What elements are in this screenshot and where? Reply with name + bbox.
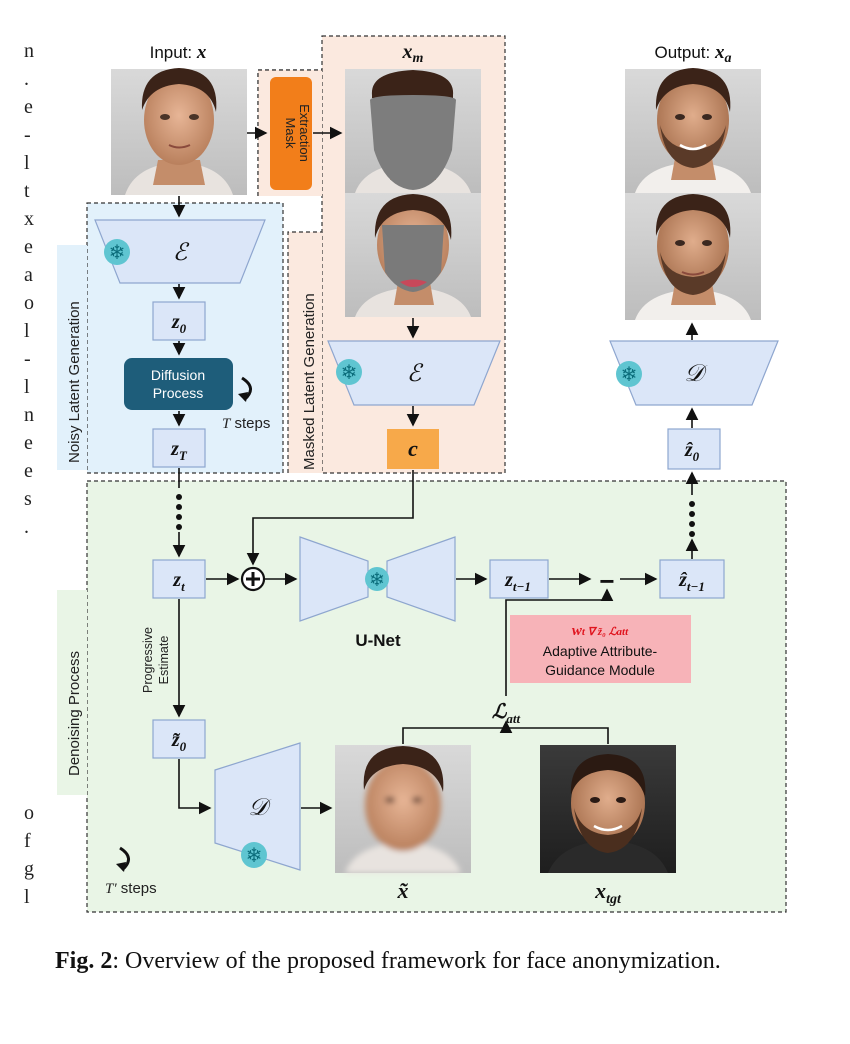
margin-char: - bbox=[24, 124, 31, 146]
margin-char: t bbox=[24, 180, 30, 202]
masked-input-title: xm bbox=[402, 41, 424, 66]
z0-label: z0 bbox=[171, 311, 187, 336]
guidance-formula: wt ∇ z̃₀ ℒatt bbox=[572, 623, 629, 639]
margin-char: . bbox=[24, 68, 29, 90]
unet-label: U-Net bbox=[355, 631, 401, 650]
connectors bbox=[172, 126, 699, 815]
condition-c-node bbox=[387, 429, 439, 469]
diffusion-label-1: Diffusion bbox=[151, 367, 205, 383]
ztilde0-label: z̃0 bbox=[171, 729, 187, 754]
figure-caption: Fig. 2: Overview of the proposed framewo… bbox=[55, 945, 775, 977]
loop-icon bbox=[116, 846, 130, 872]
margin-char: o bbox=[24, 802, 34, 824]
margin-char: g bbox=[24, 858, 34, 880]
continuation-dots bbox=[176, 494, 695, 537]
zt-node bbox=[152, 559, 206, 599]
frozen-snowflake-icon: ❄ bbox=[241, 842, 267, 868]
zT-label: zT bbox=[170, 438, 188, 463]
zt-label: zt bbox=[172, 569, 185, 594]
figure-number: Fig. 2 bbox=[55, 948, 113, 974]
ztilde0-node bbox=[152, 719, 206, 759]
margin-char: x bbox=[24, 208, 34, 230]
margin-char: l bbox=[24, 886, 30, 908]
decoder-output: 𝒟 bbox=[609, 340, 779, 406]
masked-latent-label: Masked Latent Generation bbox=[301, 293, 318, 470]
attribute-guidance-module bbox=[510, 615, 691, 683]
margin-char: n bbox=[24, 40, 34, 62]
margin-char: o bbox=[24, 292, 34, 314]
svg-text:❄: ❄ bbox=[109, 240, 126, 264]
denoising-label: Denoising Process bbox=[66, 651, 83, 776]
margin-char: f bbox=[24, 830, 31, 852]
zt-minus-1-node bbox=[489, 559, 549, 599]
zt-minus-1-label: zt−1 bbox=[504, 569, 531, 594]
mask-extraction-label-1: Mask bbox=[283, 117, 298, 149]
zhat-t-minus-1-label: ẑt−1 bbox=[678, 569, 705, 594]
svg-text:❄: ❄ bbox=[369, 569, 385, 591]
caption-text: : Overview of the proposed framework for… bbox=[112, 948, 721, 974]
mask-extraction-block bbox=[270, 77, 312, 190]
output-face-image-2 bbox=[625, 193, 761, 320]
mask-extraction-label-2: Extraction bbox=[297, 104, 312, 162]
xtgt-label: xtgt bbox=[594, 878, 622, 907]
svg-text:ℰ: ℰ bbox=[407, 361, 424, 387]
guidance-label-2: Guidance Module bbox=[545, 662, 655, 678]
progressive-label-2: Estimate bbox=[157, 636, 171, 685]
svg-text:❄: ❄ bbox=[246, 843, 263, 867]
target-face-image bbox=[540, 745, 676, 873]
t-steps-label: T steps bbox=[222, 415, 270, 432]
noisy-latent-tab bbox=[57, 245, 87, 470]
xtilde-label: x̃ bbox=[397, 878, 409, 903]
output-title: Output: xa bbox=[655, 42, 732, 66]
frozen-snowflake-icon: ❄ bbox=[365, 567, 389, 591]
zT-node bbox=[152, 428, 206, 468]
guidance-label-1: Adaptive Attribute- bbox=[543, 643, 658, 659]
zhat0-label: ẑ0 bbox=[684, 439, 700, 464]
margin-char: s bbox=[24, 488, 32, 510]
margin-char: l bbox=[24, 320, 30, 342]
margin-char: l bbox=[24, 152, 30, 174]
frozen-snowflake-icon: ❄ bbox=[336, 359, 362, 385]
masked-face-image-2 bbox=[345, 193, 481, 317]
z0-node bbox=[152, 301, 206, 341]
margin-char: - bbox=[24, 348, 31, 370]
svg-text:❄: ❄ bbox=[621, 362, 638, 386]
margin-char: n bbox=[24, 404, 34, 426]
tprime-steps-label: T′ steps bbox=[105, 880, 157, 897]
zhat0-node bbox=[667, 428, 721, 470]
denoising-tab bbox=[57, 590, 87, 795]
condition-c-label: c bbox=[408, 436, 418, 461]
margin-char: e bbox=[24, 96, 33, 118]
margin-char: a bbox=[24, 264, 33, 286]
svg-text:❄: ❄ bbox=[341, 360, 358, 384]
unet-block bbox=[299, 536, 456, 622]
frozen-snowflake-icon: ❄ bbox=[104, 239, 130, 265]
margin-char: e bbox=[24, 236, 33, 258]
progressive-label-1: Progressive bbox=[141, 627, 155, 693]
frozen-snowflake-icon: ❄ bbox=[616, 361, 642, 387]
masked-face-image-1 bbox=[345, 69, 481, 193]
noisy-latent-label: Noisy Latent Generation bbox=[66, 301, 83, 463]
loop-icon bbox=[238, 376, 252, 402]
input-face-image bbox=[111, 68, 247, 195]
svg-text:ℰ: ℰ bbox=[173, 240, 190, 266]
decoder-estimate: 𝒟 bbox=[214, 742, 301, 871]
estimated-face-image bbox=[335, 745, 471, 873]
input-title: Input: x bbox=[150, 42, 207, 63]
sum-node bbox=[240, 566, 266, 592]
zhat-t-minus-1-node bbox=[659, 559, 725, 599]
margin-char: l bbox=[24, 376, 30, 398]
diffusion-label-2: Process bbox=[153, 385, 204, 401]
diffusion-process-block bbox=[124, 358, 233, 410]
margin-char: e bbox=[24, 460, 33, 482]
output-face-image-1 bbox=[625, 68, 761, 193]
margin-char: e bbox=[24, 432, 33, 454]
margin-char: . bbox=[24, 516, 29, 538]
